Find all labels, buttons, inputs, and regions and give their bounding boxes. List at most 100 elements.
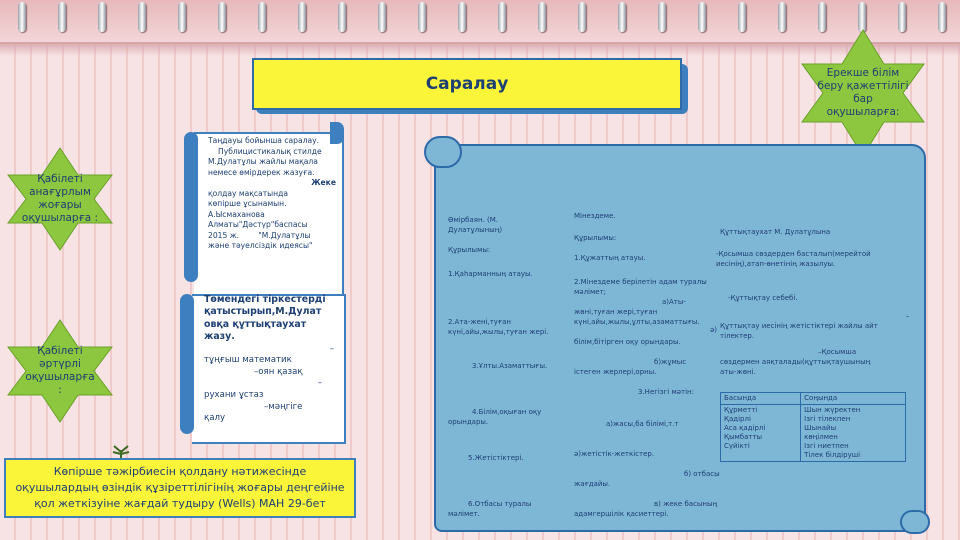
binder-ring [458, 2, 466, 32]
scroll-phrases-task: Төмендегі тіркестерді қатыстырып,М.Дулат… [174, 288, 346, 448]
text-line: 5.Жетістіктері. [468, 454, 524, 462]
title-banner: Саралау [252, 58, 692, 116]
binder-ring [618, 2, 626, 32]
page-title: Саралау [425, 74, 509, 94]
binder-ring [138, 2, 146, 32]
binder-ring [418, 2, 426, 32]
binder-ring [258, 2, 266, 32]
binder-ring [218, 2, 226, 32]
text-line: Құрылымы: [574, 234, 617, 242]
binder-ring [498, 2, 506, 32]
text-line: рухани ұстаз [204, 390, 264, 400]
binder-ring [378, 2, 386, 32]
star-special-label: Ерекше білім беру қажеттілігі бар оқушыл… [817, 67, 909, 118]
text-line: б)жұмыс [654, 358, 687, 366]
text-line: Публицистикалық стилде [218, 146, 322, 156]
text-line: иесінің),атап-өнетінің жазылуы. [716, 260, 836, 268]
text-line: овқа құттықтаухат [204, 318, 307, 330]
text-line: – [317, 378, 322, 389]
text-line: –мәңгіге [264, 401, 303, 412]
plant-icon [112, 445, 130, 460]
text-line: адамгершілік қасиеттері. [574, 510, 669, 518]
text-line: б) отбасы [684, 470, 720, 478]
scroll-roll [184, 132, 198, 282]
text-line: көпірше ұсынамын. [208, 199, 287, 208]
text-line: Жеке [311, 178, 336, 187]
scroll-roll [424, 136, 462, 168]
text-line: –Қосымша [818, 348, 857, 356]
text-line: -Қосымша сөздерден басталып(мерейтой [716, 250, 871, 258]
table-cell: Шын жүректен Ізгі тілекпен Шынайы көңілм… [800, 404, 906, 462]
table-cell: Құрметті Қадірлі Аса қадірлі Қымбатты Сү… [719, 404, 802, 462]
text-line: 1.Құжаттың атауы. [574, 254, 646, 262]
text-line: қатыстырып,М.Дулат [204, 306, 322, 318]
text-line: мәлімет. [448, 510, 480, 518]
text-line: ә) [710, 326, 718, 334]
binder-ring [658, 2, 666, 32]
text-line: Төмендегі тіркестерді [204, 294, 326, 305]
text-line: білім,бітірген оқу орындары. [574, 338, 681, 346]
text-line: жазу. [204, 331, 235, 343]
binder-ring [98, 2, 106, 32]
text-line: Дулатұлының) [448, 226, 503, 234]
binder-ring [298, 2, 306, 32]
table-row: Басында Соңында [719, 392, 906, 405]
binder-ring [698, 2, 706, 32]
text-line: Таңдауы бойынша саралау. [208, 136, 320, 145]
text-line: – [329, 343, 334, 354]
text-line: аты-жөні. [720, 368, 756, 376]
star-advanced-label: Қабілеті анағұрлым жоғары оқушыларға : [21, 173, 99, 224]
scroll-phrases-text: Төмендегі тіркестерді қатыстырып,М.Дулат… [204, 294, 344, 425]
text-line: немесе өмірдерек жазуға. [208, 167, 315, 177]
text-line: Құттықтаухат М. Дулатұлына [720, 228, 831, 236]
binder-ring [858, 2, 866, 32]
bottom-note-text: Көпірше тәжірбиесін қолдану нәтижесінде … [15, 465, 345, 510]
text-line: тілектер. [720, 332, 755, 340]
table-header-cell: Басында [719, 392, 802, 405]
scroll-choice-text: Таңдауы бойынша саралау. Публицистикалық… [208, 136, 340, 252]
text-line: -Құттықтау себебі. [728, 294, 798, 302]
text-line: Мінездеме. [574, 212, 616, 220]
text-line: – [906, 312, 910, 320]
text-line: 2.Ата-жені,туған [448, 318, 511, 326]
star-mixed-label: Қабілеті әртүрлі оқушыларға : [25, 345, 95, 396]
binder-ring [18, 2, 26, 32]
table-header-cell: Соңында [800, 392, 906, 405]
star-advanced-students: Қабілеті анағұрлым жоғары оқушыларға : [4, 146, 116, 252]
banner-face: Саралау [252, 58, 682, 110]
text-line: 2.Мінездеме берілетін адам туралы [574, 278, 707, 286]
text-line: Құрылымы: [448, 246, 491, 254]
text-line: 4.Білім,оқыған оқу [472, 408, 542, 416]
binder-ring [538, 2, 546, 32]
binder-ring [178, 2, 186, 32]
star-shape [7, 147, 113, 251]
greetings-table: Басында Соңында Құрметті Қадірлі Аса қад… [719, 392, 906, 462]
text-line: орындары. [448, 418, 489, 426]
text-line: 3.Негізгі мәтін: [638, 388, 694, 396]
star-shape [7, 319, 113, 423]
scroll-choice-task: Таңдауы бойынша саралау. Публицистикалық… [170, 122, 345, 302]
text-line: Құттықтау иесінің жетістіктері жайлы айт [720, 322, 878, 330]
star-mixed-students: Қабілеті әртүрлі оқушыларға : [4, 318, 116, 424]
text-line: жөні,туған жері,туған [574, 308, 658, 316]
scroll-roll-top [330, 122, 344, 144]
binder-ring [578, 2, 586, 32]
text-line: 2015 ж. "М.Дулатұлы [208, 230, 311, 240]
text-line: М.Дулатұлы жайлы мақала [208, 157, 318, 166]
text-line: сөздермен аяқталады(құттықтаушының [720, 358, 871, 366]
text-line: а)жасы,ба білімі,т.т [606, 420, 679, 428]
text-line: және тәуелсіздік идеясы" [208, 241, 313, 250]
text-line: 6.Отбасы туралы [468, 500, 532, 508]
text-line: мәлімет; [574, 288, 607, 296]
star-special-needs: Ерекше білім беру қажеттілігі бар оқушыл… [798, 28, 928, 158]
scroll-paper [434, 144, 926, 532]
text-line: күні,айы,жылы,туған жері. [448, 328, 549, 336]
text-line: 1.Қаһарманның атауы. [448, 270, 533, 278]
header-shade [0, 42, 960, 56]
binder-ring [938, 2, 946, 32]
text-line: тұңғыш математик [204, 355, 292, 366]
text-line: 3.Ұлты.Азаматтығы. [472, 362, 548, 370]
text-line: а)Аты- [662, 298, 686, 306]
table-row: Құрметті Қадірлі Аса қадірлі Қымбатты Сү… [719, 404, 906, 462]
text-line: істеген жерлері,орны. [574, 368, 657, 376]
